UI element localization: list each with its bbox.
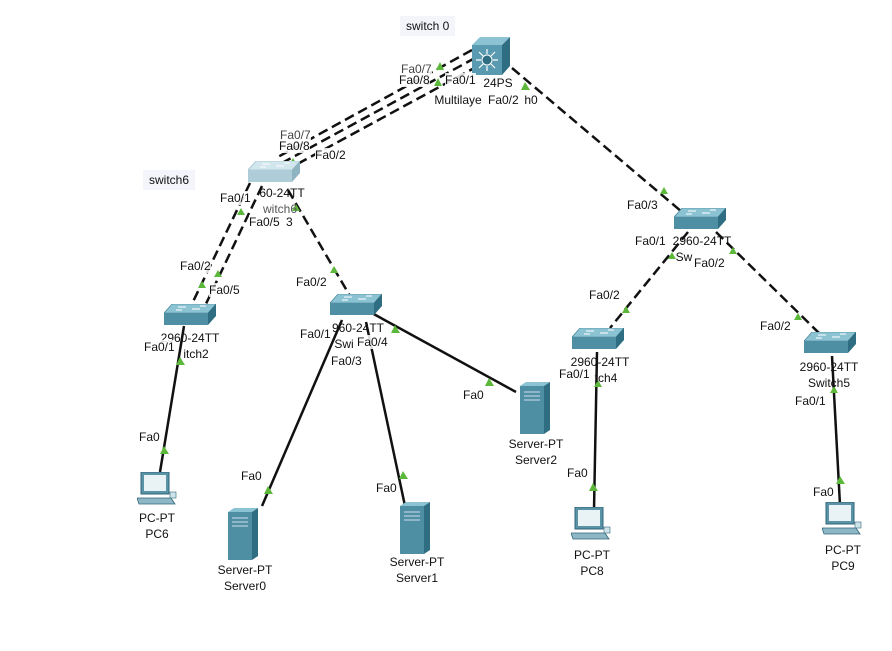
port-label: Fa0/2 (694, 256, 725, 270)
port-label: Fa0/8 (279, 139, 310, 153)
port-label: Fa0/1 (559, 367, 590, 381)
port-label: Fa0/1 (445, 73, 476, 87)
server-icon (228, 508, 258, 560)
switch-icon (804, 332, 856, 354)
switch-icon (330, 294, 382, 316)
switch-icon (572, 328, 624, 350)
note-switch6[interactable]: switch6 (143, 170, 196, 190)
port-label: Fa0 (567, 466, 588, 480)
port-status-markers (160, 62, 845, 494)
device-icons (137, 37, 862, 560)
port-label: Fa0/1 (144, 340, 175, 354)
device-name: Server2 (514, 453, 558, 467)
pc-icon (822, 502, 862, 535)
device-name: witch6 (262, 202, 298, 216)
port-label: Fa0/2 (296, 275, 327, 289)
port-label: Fa0 (463, 388, 484, 402)
port-label: Fa0/2 (180, 259, 211, 273)
link-s3-server1[interactable] (364, 321, 407, 507)
port-label: Fa0/7 (280, 128, 311, 142)
multilayer-switch-icon[interactable] (472, 37, 510, 75)
device-name: PC9 (831, 559, 855, 573)
pc-icon (571, 507, 611, 540)
port-label: Fa0/5 (209, 283, 240, 297)
device-name: Swi (334, 337, 354, 351)
device-name: h0 (524, 93, 538, 107)
port-label: Fa0/1 (635, 234, 666, 248)
link-str-s4[interactable] (609, 231, 689, 329)
device-name: Server1 (395, 571, 439, 585)
server-icon (400, 502, 430, 554)
device-name: tch4 (594, 371, 618, 385)
device-model: PC-PT (825, 543, 861, 557)
port-label: Fa0/8 (399, 73, 430, 87)
server-icon (520, 382, 550, 434)
port-label: Fa0/3 (331, 354, 362, 368)
device-model: 2960-24TT (672, 234, 732, 248)
switch-icon (248, 161, 300, 183)
device-model: 24PS (483, 76, 513, 90)
device-name: Sw (675, 250, 693, 264)
device-model: Server-PT (389, 555, 445, 569)
link-ml-s6-b[interactable] (281, 56, 476, 165)
port-label: Fa0/2 (760, 319, 791, 333)
device-model: 60-24TT (259, 186, 305, 200)
port-label: Fa0/7 (401, 62, 432, 76)
device-name: PC6 (145, 527, 169, 541)
switch-icon (164, 304, 216, 326)
device-model: 2960-24TT (570, 355, 630, 369)
port-label: Fa0/2 (488, 93, 519, 107)
port-label: Fa0/1 (795, 394, 826, 408)
pc-icon (137, 472, 177, 505)
port-label: Fa0 (241, 469, 262, 483)
note-switch0[interactable]: switch 0 (400, 16, 456, 36)
link-s3-server2[interactable] (369, 310, 517, 394)
port-label: Fa0/1 (220, 191, 251, 205)
port-label: Fa0/3 (627, 198, 658, 212)
port-label: Fa0/2 (589, 288, 620, 302)
port-label: Fa0/2 (315, 148, 346, 162)
device-name: Server0 (223, 579, 267, 593)
device-name: Multilaye (434, 93, 482, 107)
device-model: PC-PT (574, 548, 610, 562)
device-name: Switch5 (807, 376, 851, 390)
device-name: itch2 (183, 347, 209, 361)
device-model: 2960-24TT (799, 360, 859, 374)
port-label: 3 (286, 215, 293, 229)
port-label: Fa0/4 (357, 335, 388, 349)
port-label: Fa0/1 (300, 327, 331, 341)
port-label: Fa0 (813, 485, 834, 499)
device-model: Server-PT (217, 563, 273, 577)
link-s4-pc8[interactable] (592, 351, 599, 511)
device-model: 960-24TT (331, 321, 385, 335)
port-label: Fa0 (376, 481, 397, 495)
link-s3-server0[interactable] (260, 319, 344, 507)
device-name: PC8 (580, 564, 604, 578)
device-model: 2960-24TT (160, 331, 220, 345)
device-model: Server-PT (508, 437, 564, 451)
link-ml-str[interactable] (511, 67, 683, 213)
port-label: Fa0/5 (249, 215, 280, 229)
switch-icon (674, 208, 726, 230)
device-model: PC-PT (139, 511, 175, 525)
link-s6-s3[interactable] (286, 189, 352, 297)
port-label: Fa0 (139, 430, 160, 444)
